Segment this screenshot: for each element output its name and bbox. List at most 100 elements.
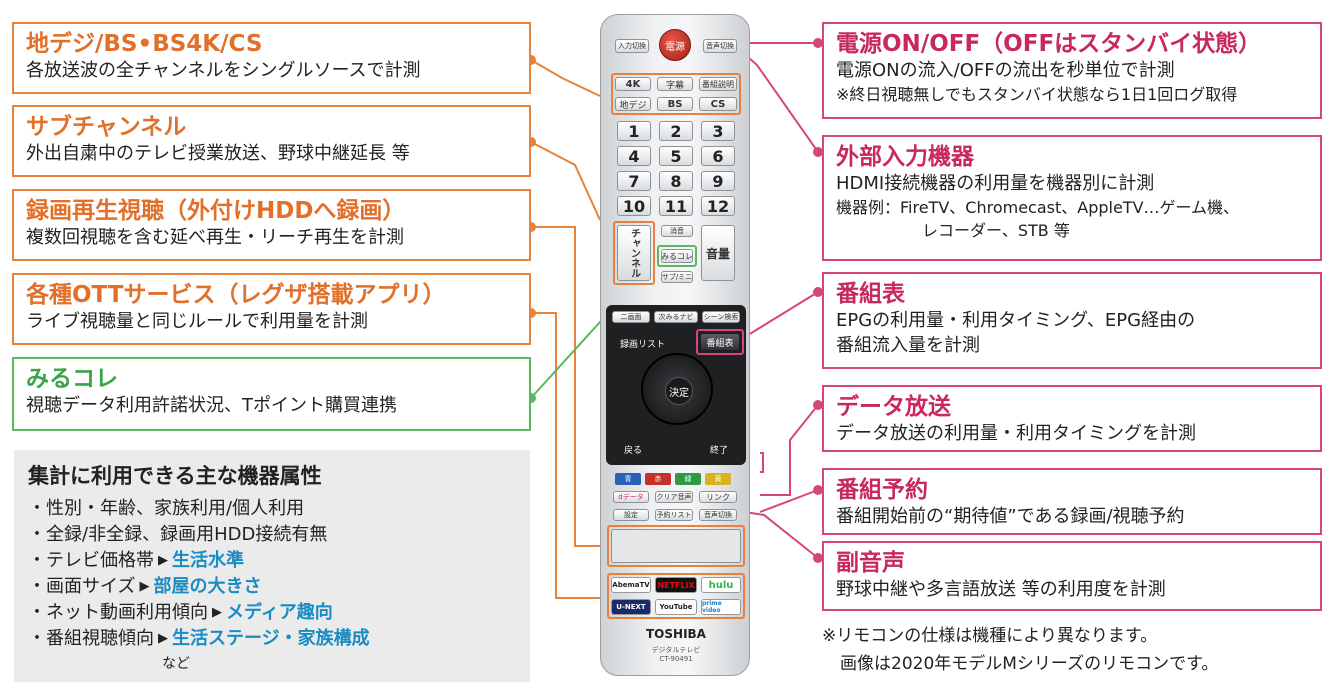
number-button-4[interactable]: 4 [617, 146, 651, 166]
broadcast-highlight [611, 73, 741, 115]
box-desc: 各放送波の全チャンネルをシングルソースで計測 [26, 60, 421, 81]
power-button[interactable]: 電源 [659, 29, 691, 61]
attribute-row: ・ネット動画利用傾向▶メディア趣向 [28, 600, 516, 626]
attribute-row: ・性別・年齢、家族利用/個人利用 [28, 496, 516, 522]
footnote: ※リモコンの仕様は機種により異なります。 画像は2020年モデルMシリーズのリモ… [822, 622, 1218, 678]
direction-pad[interactable]: 決定 [641, 353, 713, 425]
back-button[interactable]: 戻る [624, 446, 643, 456]
connector-reserve [759, 489, 819, 513]
box-title: 地デジ/BS•BS4K/CS [26, 31, 263, 57]
attribute-target: メディア趣向 [226, 602, 333, 623]
box-desc: 視聴データ利用許諾状況、Tポイント購買連携 [26, 395, 397, 416]
link-button[interactable]: リンク [699, 491, 737, 503]
box-example: 機器例：FireTV、Chromecast、AppleTV…ゲーム機、 [836, 198, 1240, 217]
subtitle-button[interactable]: 字幕 [657, 77, 693, 91]
box-external: 外部入力機器 HDMI接続機器の利用量を機器別に計測 機器例：FireTV、Ch… [822, 135, 1322, 261]
prime-video-button[interactable]: prime video [701, 599, 741, 615]
number-button-11[interactable]: 11 [659, 196, 693, 216]
box-title: 録画再生視聴（外付けHDDへ録画） [26, 198, 406, 224]
subchannel-button[interactable]: サブ/ミニ [661, 271, 693, 283]
playback-controls[interactable] [611, 529, 741, 563]
box-desc: データ放送の利用量・利用タイミングを計測 [836, 423, 1196, 444]
number-button-9[interactable]: 9 [701, 171, 735, 191]
erase-button[interactable]: 消音 [661, 225, 693, 237]
connector-epg [739, 291, 819, 341]
number-button-12[interactable]: 12 [701, 196, 735, 216]
box-desc: EPGの利用量・利用タイミング、EPG経由の [836, 310, 1196, 331]
connector-data [760, 404, 819, 496]
input-switch-button[interactable]: 入力切換 [615, 39, 649, 53]
dual-screen-button[interactable]: 二画面 [612, 311, 650, 323]
blue-key[interactable]: 青 [615, 473, 641, 485]
netflix-button[interactable]: NETFLIX [655, 577, 697, 593]
channel-rocker[interactable]: チャンネル [617, 225, 651, 281]
terrestrial-button[interactable]: 地デジ [615, 97, 651, 111]
attribute-row: ・全録/非全録、録画用HDD接続有無 [28, 522, 516, 548]
audio-switch-button[interactable]: 音声切換 [699, 509, 737, 521]
unext-button[interactable]: U-NEXT [611, 599, 651, 615]
attribute-target: 部屋の大きさ [153, 576, 262, 597]
yellow-key[interactable]: 黄 [705, 473, 731, 485]
box-note: ※終日視聴無しでもスタンバイ状態なら1日1回ログ取得 [836, 85, 1238, 104]
number-button-7[interactable]: 7 [617, 171, 651, 191]
bs-button[interactable]: BS [657, 97, 693, 111]
attribute-text: ・番組視聴傾向 [28, 628, 154, 649]
box-epg: 番組表 EPGの利用量・利用タイミング、EPG経由の 番組流入量を計測 [822, 272, 1322, 369]
brand-logo: TOSHIBA [646, 627, 706, 641]
number-button-10[interactable]: 10 [617, 196, 651, 216]
box-ott: 各種OTTサービス（レグザ搭載アプリ） ライブ視聴量と同じルールで利用量を計測 [12, 273, 531, 345]
attribute-row: ・テレビ価格帯▶生活水準 [28, 548, 516, 574]
number-button-1[interactable]: 1 [617, 121, 651, 141]
attribute-text: ・ネット動画利用傾向 [28, 602, 208, 623]
hulu-button[interactable]: hulu [701, 577, 741, 593]
next-navi-button[interactable]: 次みるナビ [654, 311, 698, 323]
box-broadcast: 地デジ/BS•BS4K/CS 各放送波の全チャンネルをシングルソースで計測 [12, 22, 531, 94]
attribute-target: 生活ステージ・家族構成 [172, 628, 370, 649]
mirukore-button[interactable]: みるコレ [661, 249, 693, 263]
youtube-button[interactable]: YouTube [655, 599, 697, 615]
audio-switch-top-button[interactable]: 音声切換 [703, 39, 737, 53]
box-title: みるコレ [26, 366, 118, 392]
attribute-row: ・番組視聴傾向 ▶ 生活ステージ・家族構成 [28, 626, 516, 652]
reserve-list-button[interactable]: 予約リスト [655, 509, 693, 521]
connector-external [739, 49, 819, 153]
volume-rocker[interactable]: 音量 [701, 225, 735, 281]
box-mirukore: みるコレ 視聴データ利用許諾状況、Tポイント購買連携 [12, 357, 531, 431]
number-button-5[interactable]: 5 [659, 146, 693, 166]
epg-button[interactable]: 番組表 [700, 333, 740, 351]
setting-button[interactable]: 設定 [613, 509, 649, 521]
d-data-button[interactable]: dデータ [613, 491, 649, 503]
number-button-3[interactable]: 3 [701, 121, 735, 141]
abema-button[interactable]: AbemaTV [611, 577, 651, 593]
remote-control: 入力切換 電源 音声切換 4K 字幕 番組説明 地デジ BS CS 1 2 3 … [600, 14, 750, 676]
end-button[interactable]: 終了 [710, 446, 729, 456]
enter-button[interactable]: 決定 [665, 377, 693, 405]
box-title: 外部入力機器 [836, 144, 974, 170]
4k-button[interactable]: 4K [615, 77, 651, 91]
cs-button[interactable]: CS [699, 97, 737, 111]
mirukore-highlight [657, 245, 697, 267]
box-title: 番組予約 [836, 477, 928, 503]
box-desc: 外出自粛中のテレビ授業放送、野球中継延長 等 [26, 143, 410, 164]
red-key[interactable]: 赤 [645, 473, 671, 485]
attribute-title: 集計に利用できる主な機器属性 [28, 464, 322, 488]
number-button-8[interactable]: 8 [659, 171, 693, 191]
clear-audio-button[interactable]: クリア音声 [655, 491, 693, 503]
box-desc: 番組開始前の“期待値”である録画/視聴予約 [836, 506, 1185, 527]
model-code: CT-90491 [659, 655, 693, 663]
number-button-6[interactable]: 6 [701, 146, 735, 166]
arrow-icon: ▶ [158, 631, 168, 646]
box-desc: 番組流入量を計測 [836, 335, 980, 356]
box-desc: ライブ視聴量と同じルールで利用量を計測 [26, 311, 368, 332]
program-info-button[interactable]: 番組説明 [699, 77, 737, 91]
green-key[interactable]: 緑 [675, 473, 701, 485]
box-desc: 電源ONの流入/OFFの流出を秒単位で計測 [836, 60, 1175, 81]
footnote-line2: 画像は2020年モデルMシリーズのリモコンです。 [840, 654, 1219, 674]
arrow-icon: ▶ [158, 553, 168, 568]
number-button-2[interactable]: 2 [659, 121, 693, 141]
attribute-text: ・全録/非全録、録画用HDD接続有無 [28, 524, 328, 545]
connector-audio [744, 511, 819, 559]
record-list-button[interactable]: 録画リスト [620, 340, 666, 350]
box-title: サブチャンネル [26, 114, 187, 140]
scene-search-button[interactable]: シーン検索 [702, 311, 740, 323]
